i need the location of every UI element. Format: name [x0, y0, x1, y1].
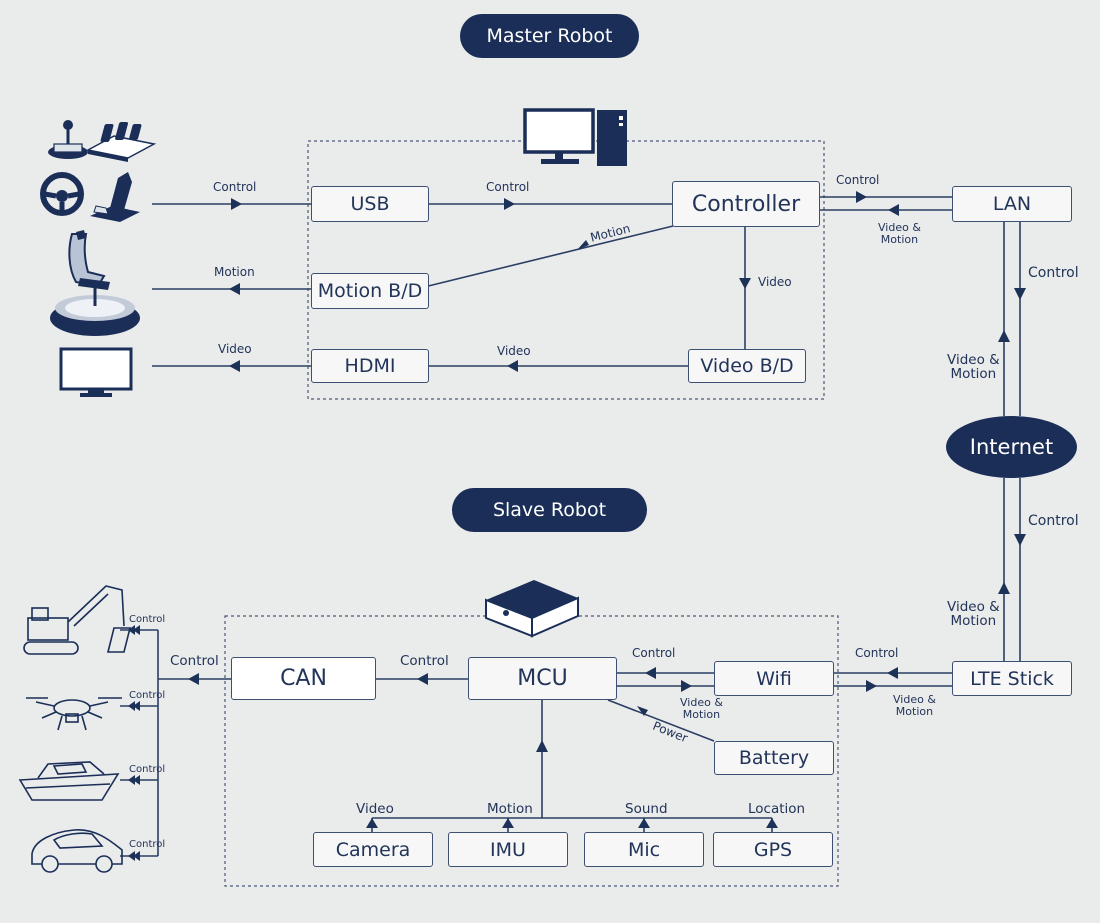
label-line: Motion: [950, 613, 997, 630]
edge-label-video-motion: Video & Motion: [680, 697, 723, 720]
edge-label-video: Video: [218, 342, 252, 356]
label-line: Video &: [878, 221, 921, 234]
camera-box: Camera: [313, 832, 433, 867]
label-line: Motion: [895, 704, 934, 718]
label-line: Motion: [880, 232, 919, 246]
edge-label-video-motion: Video & Motion: [947, 352, 1000, 383]
lte-stick-box: LTE Stick: [952, 661, 1072, 696]
internet-node: Internet: [946, 416, 1077, 478]
edge-label-video-motion: Video & Motion: [893, 694, 936, 717]
edge-label-control: Control: [1028, 265, 1079, 281]
edge-label-control: Control: [129, 614, 166, 625]
mini-pc-icon: [485, 580, 579, 638]
mcu-box: MCU: [468, 657, 617, 700]
can-box: CAN: [231, 657, 376, 700]
motion-bd-box: Motion B/D: [311, 273, 429, 309]
edge-label-video-motion: Video & Motion: [878, 222, 921, 245]
controller-box: Controller: [672, 181, 820, 227]
label-line: Motion: [682, 707, 721, 721]
slave-robot-title: Slave Robot: [452, 488, 647, 532]
edge-label-control: Control: [486, 180, 530, 194]
label-line: Motion: [950, 366, 997, 383]
edge-label-control: Control: [213, 180, 257, 194]
master-robot-title: Master Robot: [460, 14, 639, 58]
edge-label-control: Control: [1028, 513, 1079, 529]
flight-stick-icon: [90, 172, 140, 222]
edge-label-control: Control: [400, 653, 449, 669]
gps-box: GPS: [713, 832, 833, 867]
edge-label-sound: Sound: [625, 801, 668, 817]
edge-label-control: Control: [129, 764, 166, 775]
mic-box: Mic: [584, 832, 704, 867]
label-line: Video &: [947, 352, 1000, 368]
imu-box: IMU: [448, 832, 568, 867]
excavator-icon: [23, 585, 132, 655]
desktop-pc-icon: [523, 108, 627, 166]
arrowheads: [128, 191, 1026, 861]
monitor-icon: [59, 347, 133, 397]
edge-label-video: Video: [497, 344, 531, 358]
wifi-box: Wifi: [714, 661, 834, 696]
hdmi-box: HDMI: [311, 349, 429, 383]
steering-wheel-icon: [40, 172, 84, 216]
motion-seat-icon: [50, 230, 140, 336]
pedals-icon: [85, 122, 157, 162]
edge-label-control: Control: [855, 646, 899, 660]
battery-box: Battery: [714, 741, 834, 775]
label-line: Video &: [947, 599, 1000, 615]
video-bd-box: Video B/D: [688, 349, 806, 383]
edge-label-control: Control: [836, 173, 880, 187]
edge-label-control: Control: [632, 646, 676, 660]
label-line: Video &: [893, 693, 936, 706]
usb-box: USB: [311, 186, 429, 222]
edge-label-motion: Motion: [487, 801, 533, 817]
edge-label-video: Video: [758, 275, 792, 289]
connection-lines: [120, 196, 1021, 857]
edge-label-video-motion: Video & Motion: [947, 599, 1000, 630]
edge-label-control: Control: [129, 690, 166, 701]
car-icon: [31, 829, 123, 873]
boat-icon: [18, 761, 120, 801]
joystick-icon: [48, 120, 88, 159]
edge-label-control: Control: [170, 653, 219, 669]
edge-label-motion: Motion: [214, 265, 255, 279]
edge-label-location: Location: [748, 801, 806, 817]
edge-label-video: Video: [356, 801, 394, 817]
edge-label-control: Control: [129, 839, 166, 850]
lan-box: LAN: [952, 186, 1072, 222]
label-line: Video &: [680, 696, 723, 709]
drone-icon: [26, 697, 122, 731]
